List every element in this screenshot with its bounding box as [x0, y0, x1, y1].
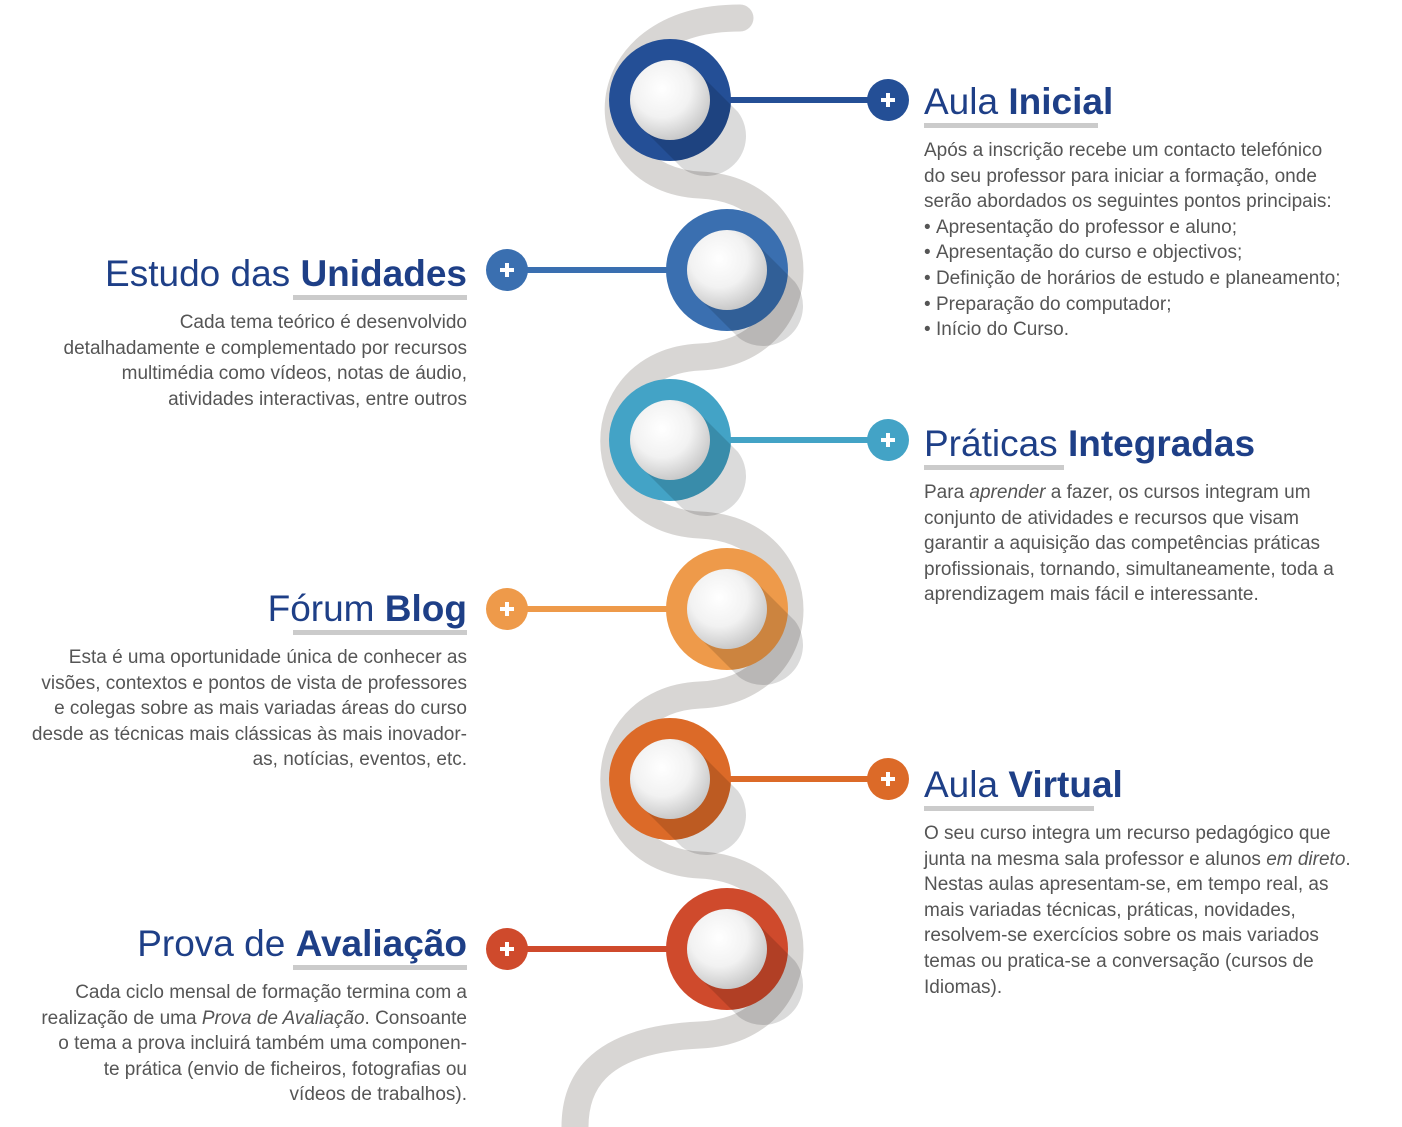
timeline-track	[561, 4, 804, 1127]
description-line: te prática (envio de ficheiros, fotograf…	[103, 1058, 467, 1080]
white-sphere-icon	[630, 400, 710, 480]
bullet-item: Apresentação do curso e objectivos;	[924, 240, 1341, 266]
description-line: as, notícias, eventos, etc.	[252, 749, 467, 771]
description-line: serão abordados os seguintes pontos prin…	[924, 191, 1332, 213]
step-praticas-integradas: Práticas Integradas Para aprender a faze…	[924, 422, 1334, 608]
bullet-item: Definição de horários de estudo e planea…	[924, 266, 1341, 292]
bullet-item: Preparação do computador;	[924, 292, 1341, 318]
description-line: Após a inscrição recebe um contacto tele…	[924, 140, 1323, 161]
step-description: O seu curso integra um recurso pedagógic…	[924, 821, 1351, 1000]
step-description: Para aprender a fazer, os cursos integra…	[924, 480, 1334, 608]
step-aula-inicial: Aula Inicial Após a inscrição recebe um …	[924, 80, 1341, 343]
bullet-list: Apresentação do professor e aluno; Apres…	[924, 215, 1341, 343]
title-underline	[293, 295, 467, 300]
description-line: Idiomas).	[924, 976, 1003, 998]
timeline-node-3	[609, 379, 909, 516]
step-title: Estudo das Unidades	[105, 253, 467, 294]
step-title: Práticas Integradas	[924, 423, 1256, 464]
description-line: detalhadamente e complementado por recur…	[63, 337, 467, 359]
timeline-node-4	[486, 548, 803, 685]
description-line: Esta é uma oportunidade única de conhece…	[68, 647, 467, 668]
white-sphere-icon	[630, 739, 710, 819]
description-line: junta na mesma sala professor e alunos e…	[924, 848, 1351, 870]
description-line: atividades interactivas, entre outros	[168, 388, 467, 410]
plus-sign-vertical	[505, 942, 509, 956]
white-sphere-icon	[687, 230, 767, 310]
plus-sign-vertical	[505, 602, 509, 616]
step-title: Fórum Blog	[267, 588, 467, 629]
description-line: conjunto de atividades e recursos que vi…	[924, 507, 1299, 529]
description-line: temas ou pratica-se a conversação (curso…	[924, 950, 1314, 972]
description-line: O seu curso integra um recurso pedagógic…	[924, 823, 1331, 844]
description-line: mais variadas técnicas, práticas, novida…	[924, 899, 1296, 921]
title-underline	[293, 965, 467, 970]
plus-sign-vertical	[886, 93, 890, 107]
title-underline	[924, 806, 1094, 811]
step-description: Cada ciclo mensal de formação termina co…	[41, 980, 467, 1108]
timeline-node-2	[486, 209, 803, 346]
description-line: Cada ciclo mensal de formação termina co…	[75, 982, 467, 1003]
title-underline	[924, 123, 1098, 128]
step-description: Esta é uma oportunidade única de conhece…	[32, 645, 467, 773]
white-sphere-icon	[630, 60, 710, 140]
description-line: o tema a prova incluirá também uma compo…	[58, 1033, 467, 1055]
title-underline	[293, 630, 467, 635]
step-estudo-das-unidades: Estudo das Unidades Cada tema teórico é …	[64, 252, 467, 412]
step-aula-virtual: Aula Virtual O seu curso integra um recu…	[924, 763, 1351, 1000]
timeline-node-6	[486, 888, 804, 1025]
description-line: vídeos de trabalhos).	[289, 1084, 467, 1106]
step-description: Após a inscrição recebe um contacto tele…	[924, 138, 1341, 343]
plus-sign-vertical	[886, 772, 890, 786]
step-title: Prova de Avaliação	[137, 923, 467, 964]
description-line: visões, contextos e pontos de vista de p…	[41, 672, 467, 694]
description-line: multimédia como vídeos, notas de áudio,	[121, 363, 467, 385]
bullet-item: Apresentação do professor e aluno;	[924, 215, 1341, 241]
description-line: garantir a aquisição das competências pr…	[924, 533, 1321, 555]
description-line: do seu professor para iniciar a formação…	[924, 165, 1317, 187]
description-line: aprendizagem mais fácil e interessante.	[924, 584, 1259, 606]
description-line: Cada tema teórico é desenvolvido	[179, 312, 467, 333]
bullet-item: Início do Curso.	[924, 317, 1341, 343]
description-line: realização de uma Prova de Avaliação. Co…	[41, 1007, 467, 1029]
description-line: Nestas aulas apresentam-se, em tempo rea…	[924, 874, 1329, 896]
description-line: resolvem-se exercícios sobre os mais var…	[924, 925, 1319, 947]
description-line: desde as técnicas mais clássicas às mais…	[31, 723, 467, 745]
step-forum-blog: Fórum Blog Esta é uma oportunidade única…	[32, 587, 467, 773]
timeline-node-1	[609, 39, 909, 176]
white-sphere-icon	[687, 909, 767, 989]
timeline-node-5	[609, 718, 909, 856]
description-line: profissionais, tornando, simultaneamente…	[924, 558, 1334, 580]
title-underline	[924, 465, 1064, 470]
step-description: Cada tema teórico é desenvolvido detalha…	[64, 310, 467, 412]
step-prova-de-avaliacao: Prova de Avaliação Cada ciclo mensal de …	[41, 922, 467, 1108]
step-title: Aula Inicial	[924, 81, 1114, 122]
plus-sign-vertical	[886, 433, 890, 447]
white-sphere-icon	[687, 569, 767, 649]
description-line: Para aprender a fazer, os cursos integra…	[924, 482, 1311, 503]
plus-sign-vertical	[505, 263, 509, 277]
description-line: e colegas sobre as mais variadas áreas d…	[54, 698, 467, 720]
step-title: Aula Virtual	[924, 764, 1123, 805]
